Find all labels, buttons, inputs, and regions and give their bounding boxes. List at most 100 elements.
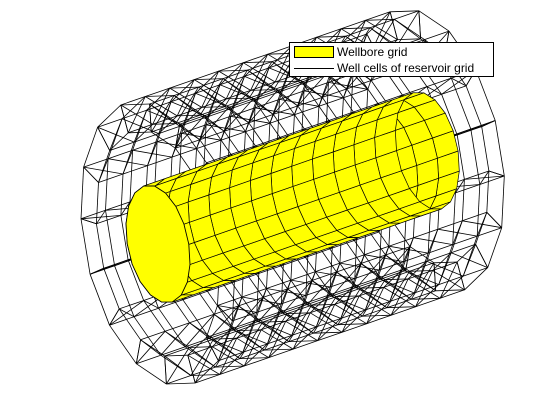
reservoir-ring-edge — [109, 324, 137, 364]
reservoir-axial-edge — [365, 301, 390, 311]
legend-entry-reservoir-cells: Well cells of reservoir grid — [290, 60, 493, 76]
reservoir-ring-edge — [366, 301, 391, 324]
reservoir-diagonal-edge — [317, 304, 336, 341]
reservoir-diagonal-edge — [243, 329, 262, 367]
reservoir-axial-edge — [234, 320, 259, 331]
reservoir-axial-edge — [360, 254, 386, 264]
reservoir-diagonal-edge — [193, 79, 227, 100]
reservoir-axial-edge — [402, 86, 428, 96]
reservoir-ring-edge — [389, 261, 405, 302]
reservoir-axial-edge — [279, 128, 305, 138]
reservoir-radial-edge — [149, 103, 152, 133]
reservoir-axial-edge — [122, 165, 148, 175]
reservoir-axial-edge — [286, 304, 312, 314]
reservoir-axial-edge — [366, 314, 392, 325]
reservoir-radial-edge — [80, 218, 97, 225]
reservoir-axial-edge — [238, 321, 263, 331]
reservoir-axial-edge — [219, 76, 245, 86]
reservoir-radial-edge — [135, 339, 141, 364]
reservoir-axial-edge — [428, 244, 453, 254]
reservoir-axial-edge — [479, 175, 505, 185]
reservoir-axial-edge — [215, 358, 241, 368]
reservoir-diagonal-edge — [233, 297, 264, 331]
reservoir-diagonal-edge — [303, 90, 344, 99]
reservoir-axial-edge — [231, 99, 257, 109]
reservoir-radial-edge — [109, 308, 120, 326]
reservoir-ring-edge — [166, 382, 196, 385]
reservoir-radial-edge — [83, 166, 99, 183]
reservoir-axial-edge — [354, 231, 379, 241]
reservoir-axial-edge — [336, 263, 362, 273]
reservoir-diagonal-edge — [365, 19, 398, 40]
reservoir-axial-edge — [218, 351, 244, 362]
reservoir-diagonal-edge — [185, 314, 215, 348]
reservoir-axial-edge — [160, 346, 186, 356]
reservoir-axial-edge — [297, 97, 323, 107]
reservoir-axial-edge — [170, 92, 196, 103]
reservoir-diagonal-edge — [209, 305, 239, 339]
reservoir-ring-edge — [230, 76, 245, 117]
reservoir-radial-edge — [481, 120, 496, 127]
reservoir-ring-edge — [80, 167, 84, 219]
reservoir-ring-edge — [366, 11, 391, 35]
reservoir-ring-edge — [315, 286, 331, 328]
legend-entry-wellbore: Wellbore grid — [290, 44, 493, 60]
reservoir-axial-edge — [256, 303, 282, 313]
reservoir-diagonal-edge — [181, 132, 221, 141]
reservoir-axial-edge — [411, 290, 436, 300]
reservoir-diagonal-edge — [328, 82, 368, 90]
reservoir-axial-edge — [304, 294, 329, 304]
reservoir-ring-edge — [329, 248, 358, 288]
reservoir-ring-edge — [120, 215, 129, 260]
reservoir-ring-edge — [407, 260, 427, 280]
reservoir-axial-edge — [181, 124, 207, 134]
reservoir-axial-edge — [439, 289, 465, 299]
reservoir-axial-edge — [307, 295, 333, 305]
reservoir-ring-edge — [97, 104, 122, 128]
reservoir-ring-edge — [340, 278, 356, 319]
reservoir-axial-edge — [268, 348, 294, 358]
reservoir-axial-edge — [280, 82, 306, 92]
reservoir-ring-edge — [365, 18, 395, 21]
reservoir-axial-edge — [377, 269, 403, 279]
reservoir-radial-edge — [164, 355, 167, 385]
reservoir-diagonal-edge — [305, 271, 316, 296]
reservoir-axial-edge — [386, 298, 412, 309]
reservoir-axial-edge — [451, 243, 476, 254]
reservoir-radial-edge — [418, 10, 421, 39]
reservoir-ring-edge — [80, 218, 91, 275]
reservoir-axial-edge — [353, 277, 378, 287]
reservoir-diagonal-edge — [292, 312, 311, 350]
reservoir-diagonal-edge — [455, 179, 465, 194]
reservoir-ring-edge — [439, 275, 464, 299]
reservoir-axial-edge — [182, 290, 208, 301]
reservoir-diagonal-edge — [203, 115, 225, 132]
reservoir-axial-edge — [121, 109, 147, 120]
reservoir-axial-edge — [354, 269, 380, 279]
reservoir-diagonal-edge — [97, 126, 135, 143]
reservoir-diagonal-edge — [282, 280, 313, 314]
reservoir-ring-edge — [114, 265, 135, 317]
reservoir-axial-edge — [360, 279, 386, 289]
reservoir-radial-edge — [456, 261, 465, 290]
reservoir-axial-edge — [96, 215, 122, 225]
reservoir-ring-edge — [435, 289, 465, 292]
reservoir-ring-edge — [254, 67, 270, 108]
reservoir-axial-edge — [207, 282, 233, 292]
reservoir-diagonal-edge — [80, 215, 121, 220]
reservoir-axial-edge — [230, 145, 256, 155]
reservoir-axial-edge — [369, 18, 395, 29]
reservoir-radial-edge — [389, 11, 398, 40]
reservoir-axial-edge — [415, 297, 441, 308]
reservoir-ring-edge — [413, 252, 429, 294]
reservoir-ring-edge — [243, 61, 273, 64]
reservoir-axial-edge — [303, 82, 329, 92]
reservoir-ring-edge — [450, 77, 472, 130]
reservoir-axial-edge — [140, 330, 166, 341]
reservoir-ring-edge — [432, 252, 452, 271]
reservoir-axial-edge — [315, 262, 341, 272]
reservoir-ring-edge — [385, 278, 409, 281]
reservoir-ring-edge — [465, 85, 483, 127]
reservoir-ring-edge — [231, 282, 260, 322]
reservoir-axial-edge — [304, 120, 330, 130]
